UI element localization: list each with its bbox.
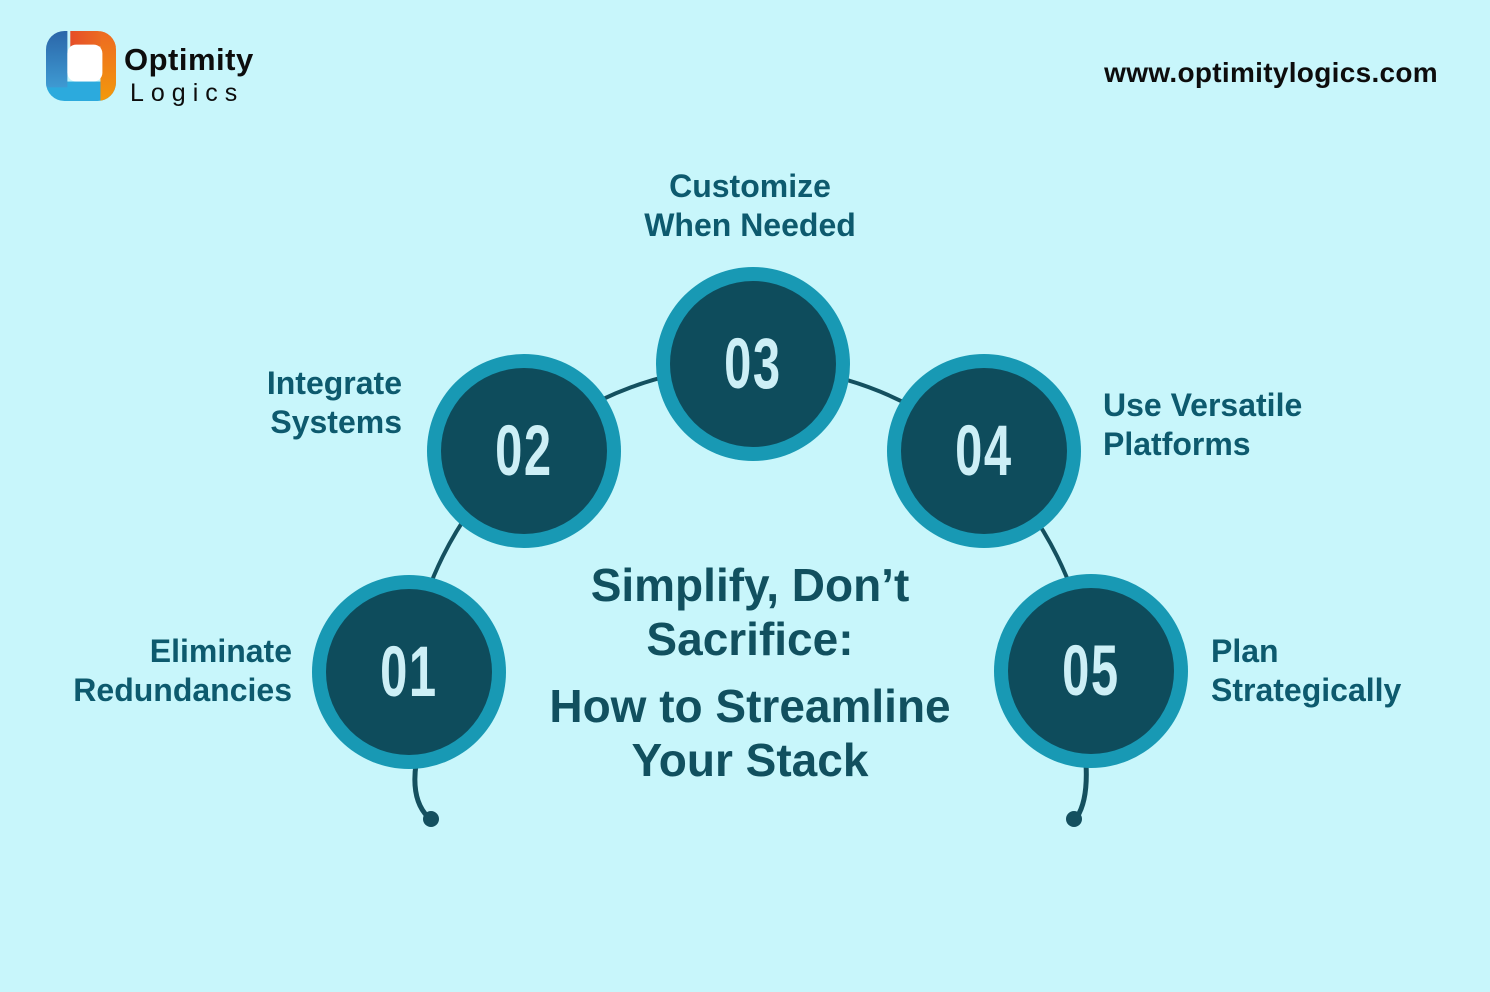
step-number-03: 03 [724,324,782,404]
brand-name-line1: Optimity [124,42,254,77]
main-title-line1: Simplify, Don’t [590,559,910,611]
step-circle-03: 03 [656,267,850,461]
main-title-group2: How to Streamline Your Stack [549,679,950,787]
step-label-line: Use Versatile [1103,387,1303,423]
step-circle-01-inner: 01 [326,589,492,755]
step-circle-02: 02 [427,354,621,548]
main-title-group1: Simplify, Don’t Sacrifice: [549,558,950,666]
website-url: www.optimitylogics.com [1104,57,1438,88]
step-number-02: 02 [495,411,553,491]
step-label-line: Systems [270,404,402,440]
step-number-05: 05 [1062,631,1120,711]
step-label-customize-when-needed: Customize When Needed [644,167,856,245]
brand-name-line2: Logics [130,79,245,107]
right-tail-line [1074,761,1089,820]
left-tail-line [412,761,431,820]
step-circle-01: 01 [312,575,506,769]
main-title-line4: Your Stack [631,734,869,786]
step-label-line: When Needed [644,207,856,243]
step-label-line: Integrate [266,365,402,401]
step-label-integrate-systems: Integrate Systems [267,364,402,442]
main-title: Simplify, Don’t Sacrifice: How to Stream… [549,558,950,787]
step-number-04: 04 [955,411,1013,491]
step-label-eliminate-redundancies: Eliminate Redundancies [73,632,292,710]
step-label-line: Platforms [1103,426,1251,462]
main-title-line2: Sacrifice: [646,613,854,665]
step-label-use-versatile-platforms: Use Versatile Platforms [1103,386,1302,464]
step-label-plan-strategically: Plan Strategically [1211,632,1401,710]
left-tail-dot [423,811,439,827]
step-number-01: 01 [380,632,438,712]
right-tail-dot [1066,811,1082,827]
step-circle-04: 04 [887,354,1081,548]
step-circle-02-inner: 02 [441,368,607,534]
step-label-line: Redundancies [73,672,292,708]
brand-name: Optimity Logics [124,42,254,108]
brand-logo-icon [46,31,116,101]
step-label-line: Customize [669,168,831,204]
step-circle-05-inner: 05 [1008,588,1174,754]
step-circle-03-inner: 03 [670,281,836,447]
main-title-line3: How to Streamline [549,680,951,732]
step-label-line: Eliminate [149,633,292,669]
step-label-line: Plan [1211,633,1279,669]
step-circle-05: 05 [994,574,1188,768]
step-circle-04-inner: 04 [901,368,1067,534]
step-label-line: Strategically [1211,672,1402,708]
